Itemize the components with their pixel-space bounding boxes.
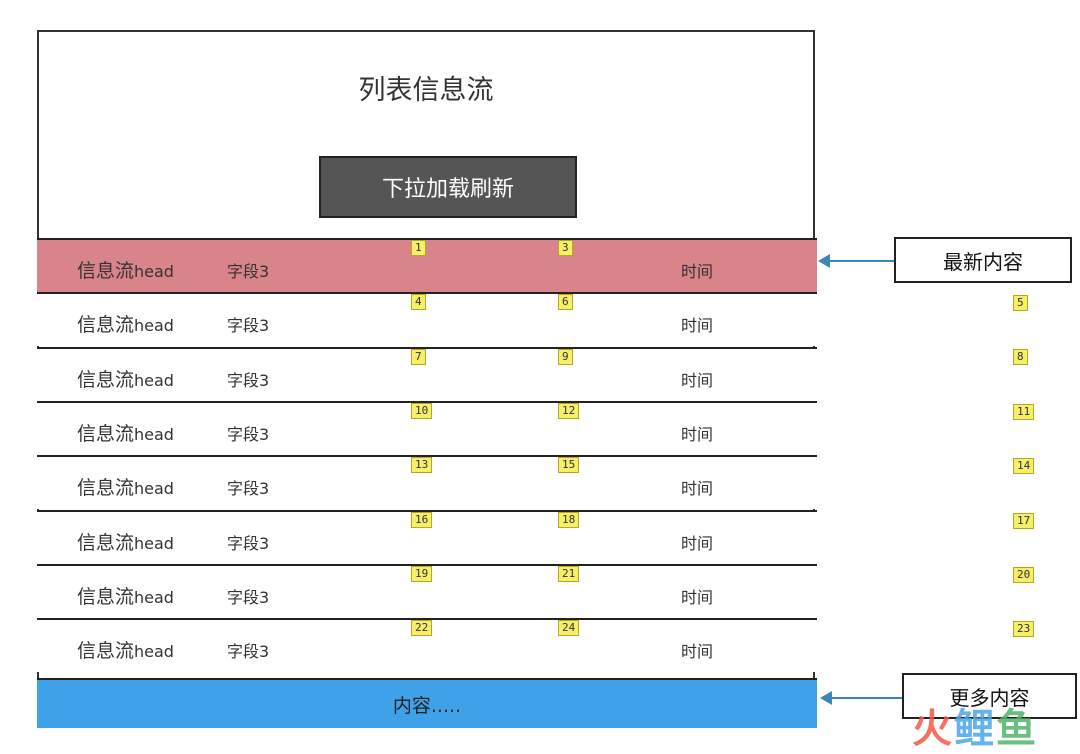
arrow-line bbox=[832, 697, 904, 699]
more-content-label: 更多内容 bbox=[902, 673, 1077, 719]
item-head-en: head bbox=[134, 424, 174, 444]
item-head-cn: 信息流 bbox=[77, 314, 135, 337]
page-title: 列表信息流 bbox=[358, 75, 494, 106]
list-item[interactable]: 信息流head 字段3 时间 22 24 bbox=[37, 618, 817, 673]
list-item[interactable]: 信息流head 字段3 时间 19 21 bbox=[37, 563, 817, 618]
list-item-newest[interactable]: 信息流head 字段3 时间 1 3 bbox=[37, 238, 817, 292]
item-head-en: head bbox=[134, 262, 174, 281]
item-time: 时间 bbox=[681, 370, 714, 390]
item-head: 信息流head bbox=[77, 256, 174, 283]
index-tag: 20 bbox=[1013, 567, 1035, 583]
index-tag: 10 bbox=[411, 402, 433, 419]
item-head: 信息流head bbox=[77, 528, 174, 555]
index-tag: 8 bbox=[1013, 349, 1028, 365]
index-tag: 22 bbox=[411, 620, 433, 637]
item-time: 时间 bbox=[681, 424, 714, 444]
index-tag: 5 bbox=[1013, 295, 1028, 311]
item-field: 字段3 bbox=[227, 642, 270, 662]
item-head: 信息流head bbox=[77, 473, 174, 500]
item-time: 时间 bbox=[681, 533, 714, 553]
item-head-en: head bbox=[134, 587, 174, 607]
item-head-cn: 信息流 bbox=[77, 585, 135, 608]
item-head-cn: 信息流 bbox=[77, 531, 135, 554]
arrow-left-icon bbox=[818, 254, 830, 268]
item-head-cn: 信息流 bbox=[77, 260, 135, 282]
arrow-left-icon bbox=[820, 691, 832, 705]
index-tag: 7 bbox=[411, 348, 426, 365]
item-head-cn: 信息流 bbox=[77, 422, 135, 445]
list-item[interactable]: 信息流head 字段3 时间 13 15 bbox=[37, 455, 817, 510]
index-tag: 1 bbox=[411, 240, 426, 256]
item-field: 字段3 bbox=[227, 262, 270, 281]
item-head: 信息流head bbox=[77, 636, 174, 663]
item-head-cn: 信息流 bbox=[77, 368, 135, 391]
index-tag: 9 bbox=[558, 348, 573, 365]
item-head-cn: 信息流 bbox=[77, 640, 135, 663]
item-head-en: head bbox=[134, 642, 174, 662]
list-item[interactable]: 信息流head 字段3 时间 4 6 bbox=[37, 292, 817, 347]
item-field: 字段3 bbox=[227, 370, 270, 390]
pull-refresh-button[interactable]: 下拉加载刷新 bbox=[319, 156, 577, 218]
item-head: 信息流head bbox=[77, 419, 174, 446]
item-head-en: head bbox=[134, 533, 174, 553]
item-field: 字段3 bbox=[227, 424, 270, 444]
index-tag: 12 bbox=[558, 402, 580, 419]
index-tag: 14 bbox=[1013, 458, 1035, 474]
index-tag: 21 bbox=[558, 565, 580, 582]
item-field: 字段3 bbox=[227, 479, 270, 499]
item-time: 时间 bbox=[681, 262, 714, 281]
index-tag: 13 bbox=[411, 457, 433, 474]
item-time: 时间 bbox=[681, 479, 714, 499]
item-field: 字段3 bbox=[227, 316, 270, 336]
item-head-en: head bbox=[134, 479, 174, 499]
index-tag: 19 bbox=[411, 565, 433, 582]
item-time: 时间 bbox=[681, 316, 714, 336]
list-item[interactable]: 信息流head 字段3 时间 16 18 bbox=[37, 509, 817, 564]
item-head-en: head bbox=[134, 316, 174, 336]
item-time: 时间 bbox=[681, 587, 714, 607]
index-tag: 11 bbox=[1013, 404, 1035, 420]
index-tag: 24 bbox=[558, 620, 580, 637]
index-tag: 17 bbox=[1013, 513, 1035, 529]
item-head: 信息流head bbox=[77, 582, 174, 609]
arrow-line bbox=[830, 260, 896, 262]
item-head-en: head bbox=[134, 370, 174, 390]
index-tag: 4 bbox=[411, 294, 426, 311]
item-field: 字段3 bbox=[227, 533, 270, 553]
index-tag: 16 bbox=[411, 511, 433, 528]
item-head: 信息流head bbox=[77, 310, 174, 337]
index-tag: 18 bbox=[558, 511, 580, 528]
newest-content-label: 最新内容 bbox=[894, 237, 1072, 283]
load-more-bar[interactable]: 内容..... bbox=[37, 678, 817, 728]
watermark-logo: 火鲤鱼 bbox=[912, 706, 1038, 752]
item-head-cn: 信息流 bbox=[77, 477, 135, 500]
item-field: 字段3 bbox=[227, 587, 270, 607]
index-tag: 6 bbox=[558, 294, 573, 311]
item-head: 信息流head bbox=[77, 365, 174, 392]
index-tag: 3 bbox=[558, 240, 573, 256]
item-time: 时间 bbox=[681, 642, 714, 662]
list-item[interactable]: 信息流head 字段3 时间 10 12 bbox=[37, 400, 817, 455]
index-tag: 23 bbox=[1013, 621, 1035, 637]
index-tag: 15 bbox=[558, 457, 580, 474]
list-item[interactable]: 信息流head 字段3 时间 7 9 bbox=[37, 346, 817, 401]
